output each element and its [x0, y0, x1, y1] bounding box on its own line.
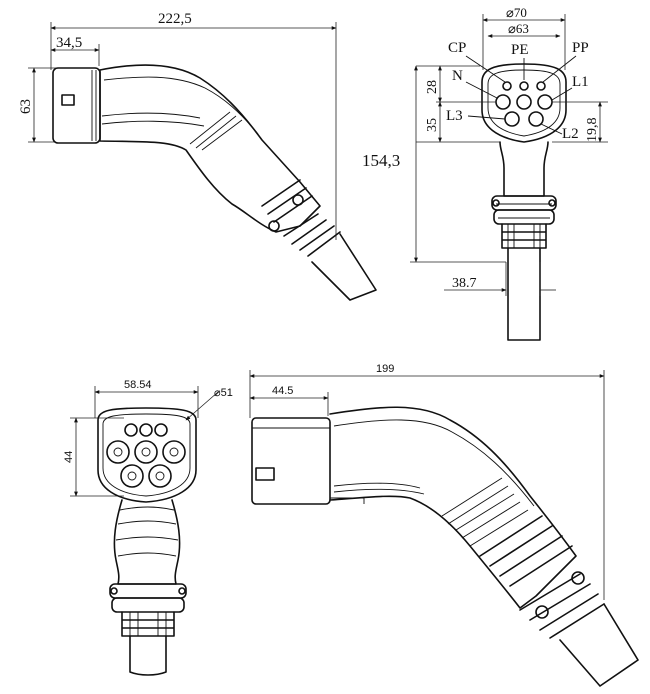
- pin-l1: [537, 94, 553, 110]
- dim-inner-dia: ⌀63: [508, 21, 529, 36]
- dim-height-63: 63: [18, 99, 34, 114]
- dim-height-44: 44: [63, 451, 75, 463]
- plug-head-front-bottom: [97, 407, 197, 503]
- dim-total-length: 154,3: [362, 151, 400, 170]
- dim-dia-51: ⌀51: [214, 387, 233, 399]
- dim-length-222: 222,5: [158, 11, 192, 27]
- front-view-top: ⌀70 ⌀63 CP PE PP N L1 L3 L2: [362, 5, 608, 341]
- label-pe: PE: [511, 42, 529, 58]
- pin-cp: [502, 81, 512, 91]
- latch-window: [61, 94, 75, 106]
- screw-head-bottom: [535, 605, 549, 619]
- pin-n: [495, 94, 511, 110]
- curved-body-bottom: [329, 406, 577, 609]
- dim-outer-dia: ⌀70: [506, 5, 527, 20]
- cable-front-bottom: [129, 635, 167, 676]
- pin-pe: [516, 94, 532, 110]
- label-l1: L1: [572, 74, 589, 90]
- dim-width-58: 58.54: [124, 379, 152, 391]
- screw-head: [292, 194, 304, 206]
- side-view-bottom: 199 44.5: [249, 363, 639, 687]
- side-view-top: 222,5 34,5 63: [18, 11, 377, 301]
- handle-body-front: [499, 141, 549, 197]
- plug-head-outline: [481, 63, 567, 143]
- handle-front-bottom: [113, 499, 181, 585]
- latch-window-bottom: [255, 467, 275, 481]
- cable: [311, 233, 377, 301]
- label-l2: L2: [562, 126, 579, 142]
- pin-pp: [536, 81, 546, 91]
- dim-28: 28: [425, 80, 440, 94]
- dim-nose-34: 34,5: [56, 35, 82, 51]
- plug-nose: [52, 67, 101, 144]
- dim-35: 35: [425, 118, 440, 132]
- handle-body: [99, 64, 321, 233]
- pin-pe-top: [519, 81, 529, 91]
- dim-nose-44: 44.5: [272, 385, 293, 397]
- plug-nose-bottom: [251, 417, 331, 505]
- cable-bottom: [559, 603, 639, 687]
- pin-l2: [528, 111, 544, 127]
- dim-19-8: 19,8: [585, 118, 600, 143]
- dim-length-199: 199: [376, 363, 394, 375]
- label-cp: CP: [448, 40, 466, 56]
- front-view-bottom: 58.54 ⌀51 44: [63, 379, 233, 676]
- label-n: N: [452, 68, 463, 84]
- cable-front: [507, 247, 541, 341]
- screw-head: [268, 220, 280, 232]
- pin-l3: [504, 111, 520, 127]
- dim-cable-width: 38.7: [452, 276, 477, 291]
- label-l3: L3: [446, 108, 463, 124]
- label-pp: PP: [572, 40, 589, 56]
